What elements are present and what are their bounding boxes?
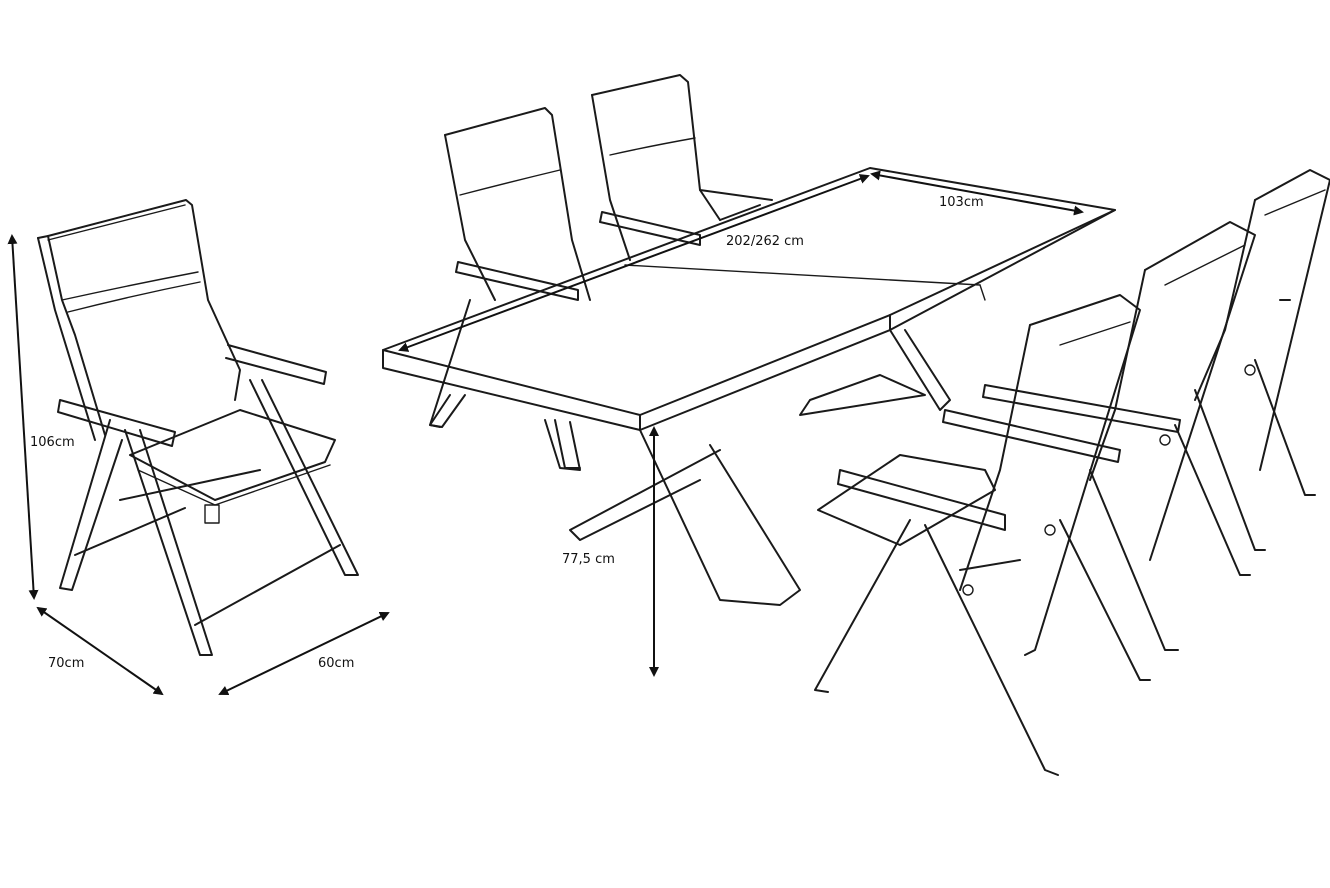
- chair-depth-dimension-line: [36, 606, 164, 696]
- table-width-dimension-line: [870, 170, 1084, 216]
- front-chair-1: [814, 294, 1151, 776]
- chair-height-dimension-line: [7, 234, 39, 600]
- chair-height-label: 106cm: [30, 435, 75, 450]
- front-chair-3: [982, 169, 1330, 551]
- table-length-label: 202/262 cm: [726, 234, 804, 249]
- back-chair-right: [591, 74, 773, 261]
- chair-depth-label: 70cm: [48, 656, 84, 671]
- single-chair-illustration: [37, 199, 359, 656]
- table-height-label: 77,5 cm: [562, 552, 615, 567]
- chair-width-dimension-line: [218, 611, 390, 696]
- chair-width-label: 60cm: [318, 656, 354, 671]
- front-chair-2: [942, 221, 1256, 651]
- table-width-label: 103cm: [939, 195, 984, 210]
- table-length-dimension-line: [398, 174, 870, 352]
